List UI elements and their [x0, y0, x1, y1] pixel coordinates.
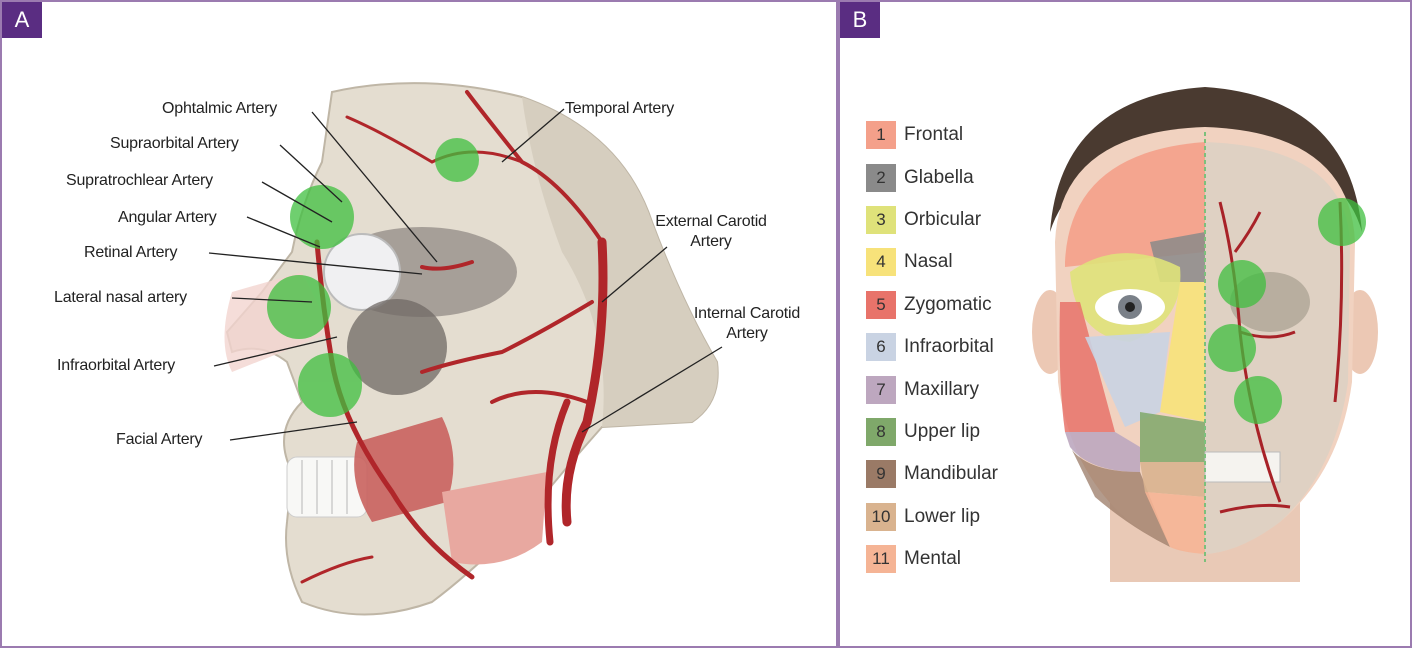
zone-legend: 1 Frontal 2 Glabella 3 Orbicular 4 Nasal 5 Zygoma… [866, 114, 998, 580]
legend-item: 2 Glabella [866, 156, 998, 198]
legend-swatch: 1 [866, 121, 896, 150]
label-retinal-artery: Retinal Artery [84, 244, 178, 261]
legend-swatch: 11 [866, 545, 896, 574]
zone-infraorbital [1085, 332, 1170, 427]
panel-b-face-zones: B 1 Frontal 2 Glabella 3 Orbicular 4 Nasal 5 Zygo… [838, 0, 1412, 648]
label-angular-artery: Angular Artery [118, 209, 217, 226]
panel-b-tag: B [840, 2, 880, 38]
legend-swatch: 3 [866, 205, 896, 234]
zone-zygomatic [1059, 302, 1115, 432]
teeth-overlay [1204, 451, 1281, 483]
legend-label: Mental [904, 548, 962, 570]
label-external-carotid-artery: External Carotid Artery [636, 212, 786, 252]
hair [1050, 87, 1362, 232]
label-internal-carotid-artery: Internal Carotid Artery [672, 304, 822, 344]
zone-mandibular [1072, 450, 1170, 547]
label-supratrochlear-artery: Supratrochlear Artery [66, 172, 213, 189]
legend-label: Maxillary [904, 378, 979, 400]
legend-swatch: 2 [866, 163, 896, 192]
legend-swatch: 4 [866, 248, 896, 277]
legend-label: Mandibular [904, 463, 998, 485]
legend-label: Zygomatic [904, 293, 992, 315]
legend-label: Frontal [904, 124, 964, 146]
label-internal-carotid-line1: Internal Carotid [693, 305, 801, 322]
zone-mental [1145, 492, 1205, 554]
label-external-carotid-line2: Artery [690, 233, 732, 250]
legend-item: 11 Mental [866, 538, 998, 580]
masseter-muscle [354, 417, 454, 522]
legend-label: Orbicular [904, 208, 982, 230]
leader-lines [208, 108, 723, 441]
legend-swatch: 9 [866, 460, 896, 489]
legend-swatch: 10 [866, 502, 896, 531]
label-ophtalmic-artery: Ophtalmic Artery [162, 100, 278, 117]
zone-lower-lip [1140, 462, 1205, 497]
legend-label: Nasal [904, 251, 953, 273]
label-internal-carotid-line2: Artery [726, 325, 768, 342]
legend-label: Upper lip [904, 420, 981, 442]
legend-swatch: 5 [866, 290, 896, 319]
legend-item: 8 Upper lip [866, 411, 998, 453]
label-infraorbital-artery: Infraorbital Artery [57, 357, 176, 374]
legend-label: Infraorbital [904, 336, 994, 358]
zone-upper-lip [1140, 412, 1205, 462]
danger-zones [267, 138, 479, 417]
legend-item: 6 Infraorbital [866, 326, 998, 368]
legend-item: 1 Frontal [866, 114, 998, 156]
panel-a-skull-arteries: A [0, 0, 838, 648]
zone-maxillary [1065, 432, 1140, 472]
legend-item: 7 Maxillary [866, 368, 998, 410]
legend-item: 5 Zygomatic [866, 284, 998, 326]
pupil [1125, 302, 1135, 312]
legend-swatch: 8 [866, 417, 896, 446]
skull-illustration [208, 82, 723, 616]
legend-swatch: 7 [866, 375, 896, 404]
face-danger-zones [1208, 198, 1366, 424]
legend-label: Lower lip [904, 505, 981, 527]
legend-swatch: 6 [866, 333, 896, 362]
zone-nasal [1160, 282, 1205, 422]
legend-item: 10 Lower lip [866, 496, 998, 538]
face-illustration [1032, 87, 1378, 582]
nasal-cavity [347, 299, 447, 395]
legend-item: 4 Nasal [866, 241, 998, 283]
label-lateral-nasal-artery: Lateral nasal artery [54, 289, 187, 306]
legend-item: 3 Orbicular [866, 199, 998, 241]
zone-frontal [1065, 142, 1205, 267]
legend-label: Glabella [904, 166, 974, 188]
pterygoid-muscle [442, 472, 547, 565]
label-facial-artery: Facial Artery [116, 431, 203, 448]
skull-shade [522, 97, 718, 427]
panel-a-tag: A [2, 2, 42, 38]
label-external-carotid-line1: External Carotid [655, 213, 767, 230]
label-supraorbital-artery: Supraorbital Artery [110, 135, 239, 152]
legend-item: 9 Mandibular [866, 453, 998, 495]
label-temporal-artery: Temporal Artery [565, 100, 675, 117]
